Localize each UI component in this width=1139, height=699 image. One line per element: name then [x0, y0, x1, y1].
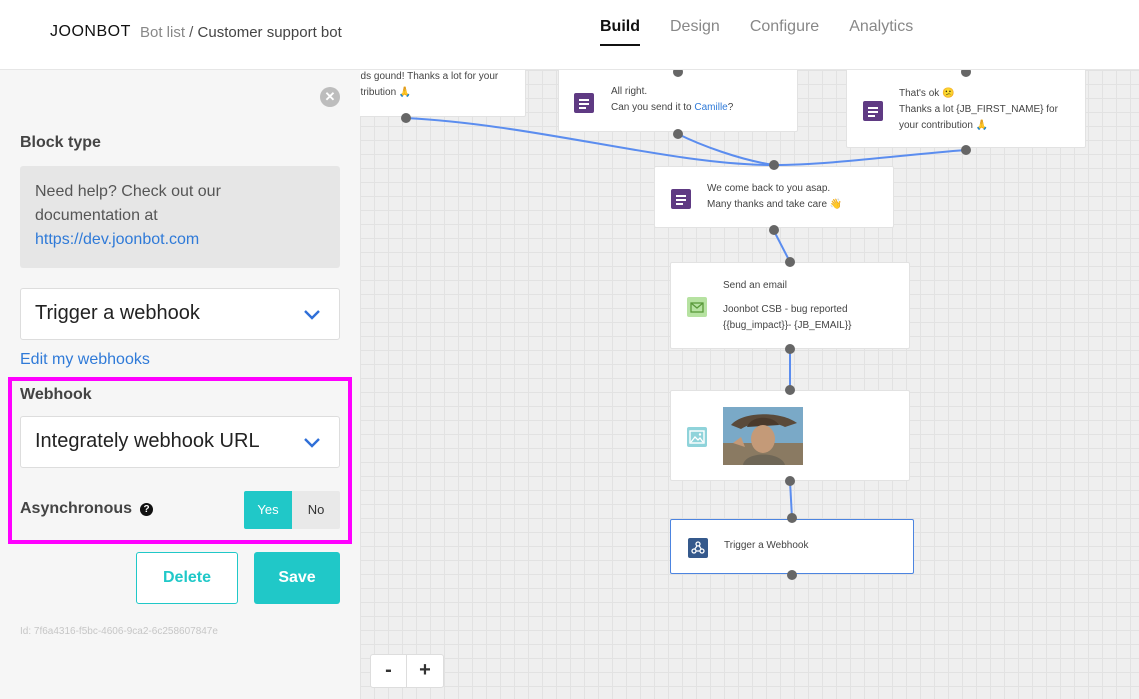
webhook-value: Integrately webhook URL: [35, 430, 260, 452]
node-line: Can you send it to Camille?: [611, 100, 733, 116]
asynchronous-label: Asynchronous?: [20, 500, 154, 518]
flow-node-image[interactable]: [670, 390, 910, 481]
help-box: Need help? Check out our documentation a…: [20, 166, 340, 268]
node-line: We come back to you asap.: [707, 183, 831, 194]
async-yes-button[interactable]: Yes: [244, 491, 292, 529]
tab-analytics[interactable]: Analytics: [849, 18, 914, 35]
block-id: Id: 7f6a4316-f5bc-4606-9ca2-6c258607847e: [20, 626, 218, 637]
zoom-out-button[interactable]: -: [371, 655, 408, 687]
async-no-button[interactable]: No: [292, 491, 340, 529]
connector-dot[interactable]: [673, 129, 683, 139]
tab-design[interactable]: Design: [670, 18, 720, 35]
connector-dot[interactable]: [785, 385, 795, 395]
block-type-value: Trigger a webhook: [35, 302, 200, 324]
connector-dot[interactable]: [769, 225, 779, 235]
node-line: Joonbot CSB - bug reported: [723, 304, 848, 315]
flow-node-email[interactable]: Send an email Joonbot CSB - bug reported…: [670, 262, 910, 349]
close-panel-icon[interactable]: ✕: [320, 87, 340, 107]
text-block-icon: [574, 93, 594, 113]
connector-dot[interactable]: [769, 160, 779, 170]
documentation-link[interactable]: https://dev.joonbot.com: [35, 231, 200, 248]
flow-canvas[interactable]: nds gound! Thanks a lot for your ntribut…: [360, 70, 1139, 699]
edge-6: [789, 480, 793, 519]
node-line: nds gound! Thanks a lot for your: [360, 71, 499, 82]
node-label: Trigger a Webhook: [724, 540, 809, 551]
edge-3: [773, 149, 967, 166]
edit-webhooks-link[interactable]: Edit my webhooks: [20, 351, 150, 368]
connector-dot[interactable]: [673, 70, 683, 77]
breadcrumb-separator: /: [185, 24, 198, 41]
chevron-down-icon: [304, 310, 320, 320]
asynchronous-text: Asynchronous: [20, 500, 133, 517]
flow-node-webhook[interactable]: Trigger a Webhook: [670, 519, 914, 574]
webhook-label: Webhook: [20, 386, 92, 403]
breadcrumb-bot-list[interactable]: Bot list: [140, 24, 186, 41]
text-block-icon: [671, 189, 691, 209]
asynchronous-toggle: Yes No: [244, 491, 340, 529]
flow-node-text[interactable]: nds gound! Thanks a lot for your ntribut…: [360, 70, 526, 117]
node-line: That's ok 😕: [899, 88, 955, 99]
email-icon: [687, 297, 707, 317]
zoom-in-button[interactable]: +: [419, 659, 431, 681]
block-settings-panel: ✕ Block type Need help? Check out our do…: [0, 70, 360, 699]
flow-node-text[interactable]: We come back to you asap. Many thanks an…: [654, 166, 894, 228]
text-block-icon: [863, 101, 883, 121]
node-text: Can you send it to: [611, 102, 695, 113]
help-text: Need help? Check out our documentation a…: [35, 183, 221, 224]
connector-dot[interactable]: [787, 513, 797, 523]
node-line: {{bug_impact}}- {JB_EMAIL}}: [723, 320, 852, 331]
webhook-icon: [688, 538, 708, 558]
brand-logo[interactable]: JOONBOT: [50, 23, 131, 40]
tab-configure[interactable]: Configure: [749, 18, 820, 35]
flow-node-text[interactable]: All right. Can you send it to Camille?: [558, 70, 798, 132]
connector-dot[interactable]: [401, 113, 411, 123]
highlight-box: [8, 377, 352, 544]
node-title: Send an email: [723, 280, 787, 291]
edge-4: [773, 230, 791, 263]
connector-dot[interactable]: [961, 145, 971, 155]
block-type-label: Block type: [20, 134, 101, 151]
node-line: ntribution 🙏: [360, 87, 412, 98]
node-link[interactable]: Camille: [694, 102, 728, 113]
zoom-controls: - +: [370, 654, 444, 688]
top-bar: JOONBOT Bot list / Customer support bot …: [0, 0, 1139, 70]
edge-2: [677, 133, 775, 166]
node-line: your contribution 🙏: [899, 120, 989, 131]
chevron-down-icon: [304, 438, 320, 448]
flow-edges: [405, 117, 967, 519]
delete-button[interactable]: Delete: [136, 552, 238, 604]
breadcrumb-current: Customer support bot: [197, 24, 342, 41]
connector-dot[interactable]: [785, 257, 795, 267]
node-line: All right.: [611, 86, 648, 97]
breadcrumb: Bot list / Customer support bot: [140, 24, 342, 41]
node-text: ?: [727, 102, 734, 113]
question-icon[interactable]: ?: [140, 503, 154, 516]
flow-node-text[interactable]: That's ok 😕 Thanks a lot {JB_FIRST_NAME}…: [846, 70, 1086, 148]
gif-thumbnail: [723, 407, 803, 465]
save-button[interactable]: Save: [254, 552, 340, 604]
image-icon: [687, 427, 707, 447]
connector-dot[interactable]: [961, 70, 971, 77]
webhook-select[interactable]: Integrately webhook URL: [20, 416, 340, 468]
node-line: Thanks a lot {JB_FIRST_NAME} for: [899, 104, 1058, 115]
connector-dot[interactable]: [785, 476, 795, 486]
main-tabs: Build Design Configure Analytics: [600, 18, 943, 46]
tab-build[interactable]: Build: [600, 18, 640, 46]
connector-dot[interactable]: [787, 570, 797, 580]
node-line: Many thanks and take care 👋: [707, 199, 843, 210]
connector-dot[interactable]: [785, 344, 795, 354]
edge-1: [405, 117, 775, 166]
block-type-select[interactable]: Trigger a webhook: [20, 288, 340, 340]
